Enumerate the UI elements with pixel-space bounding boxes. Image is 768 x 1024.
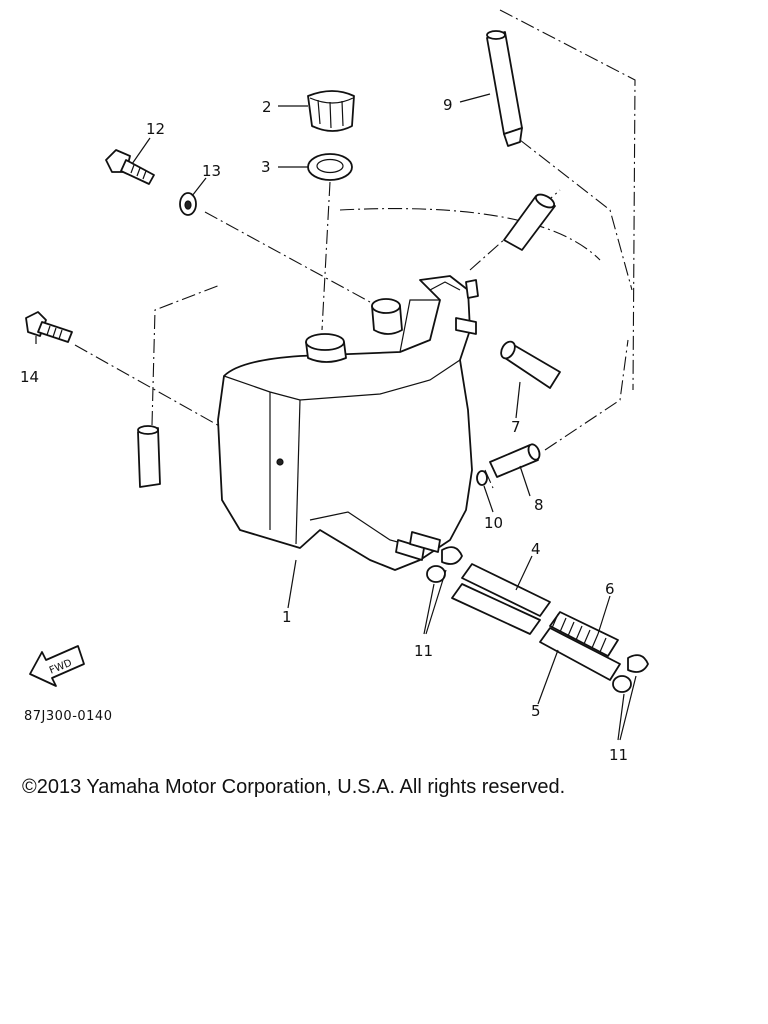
hose-9 — [486, 30, 523, 147]
callout-10: 10 — [484, 514, 503, 532]
spring-6 — [549, 611, 619, 657]
callout-11-upper: 11 — [414, 642, 433, 660]
oil-tank — [217, 275, 479, 571]
hose-short-upper — [503, 193, 556, 251]
hose-5 — [539, 627, 621, 681]
hose-short-left — [137, 425, 161, 488]
hose-4 — [451, 563, 551, 635]
bolt-12 — [105, 149, 155, 185]
hose-7 — [500, 340, 561, 389]
parts-diagram: 1 2 3 4 5 6 7 8 9 10 11 11 12 13 14 FWD … — [20, 9, 649, 764]
figure-code: 87J300-0140 — [24, 709, 112, 724]
callout-14: 14 — [20, 368, 39, 386]
leader-lines — [35, 93, 637, 741]
fwd-arrow-icon: FWD — [29, 645, 85, 687]
callout-11-lower: 11 — [609, 746, 628, 764]
callout-6: 6 — [605, 580, 615, 598]
clamps-11-lower — [612, 654, 649, 693]
callout-3: 3 — [261, 158, 271, 176]
callout-9: 9 — [443, 96, 453, 114]
filler-cap — [307, 90, 355, 132]
cap-gasket — [307, 153, 353, 181]
hose-8 — [489, 443, 541, 478]
callout-8: 8 — [534, 496, 544, 514]
clamps-11-upper — [426, 546, 463, 583]
bolt-14 — [25, 311, 73, 343]
callout-7: 7 — [511, 418, 521, 436]
callout-12: 12 — [146, 120, 165, 138]
callout-4: 4 — [531, 540, 541, 558]
copyright-notice: ©2013 Yamaha Motor Corporation, U.S.A. A… — [22, 776, 566, 798]
callout-5: 5 — [531, 702, 541, 720]
callout-1: 1 — [282, 608, 292, 626]
washer-13 — [179, 192, 197, 216]
callout-13: 13 — [202, 162, 221, 180]
callout-2: 2 — [262, 98, 272, 116]
o-ring-10 — [476, 470, 488, 486]
